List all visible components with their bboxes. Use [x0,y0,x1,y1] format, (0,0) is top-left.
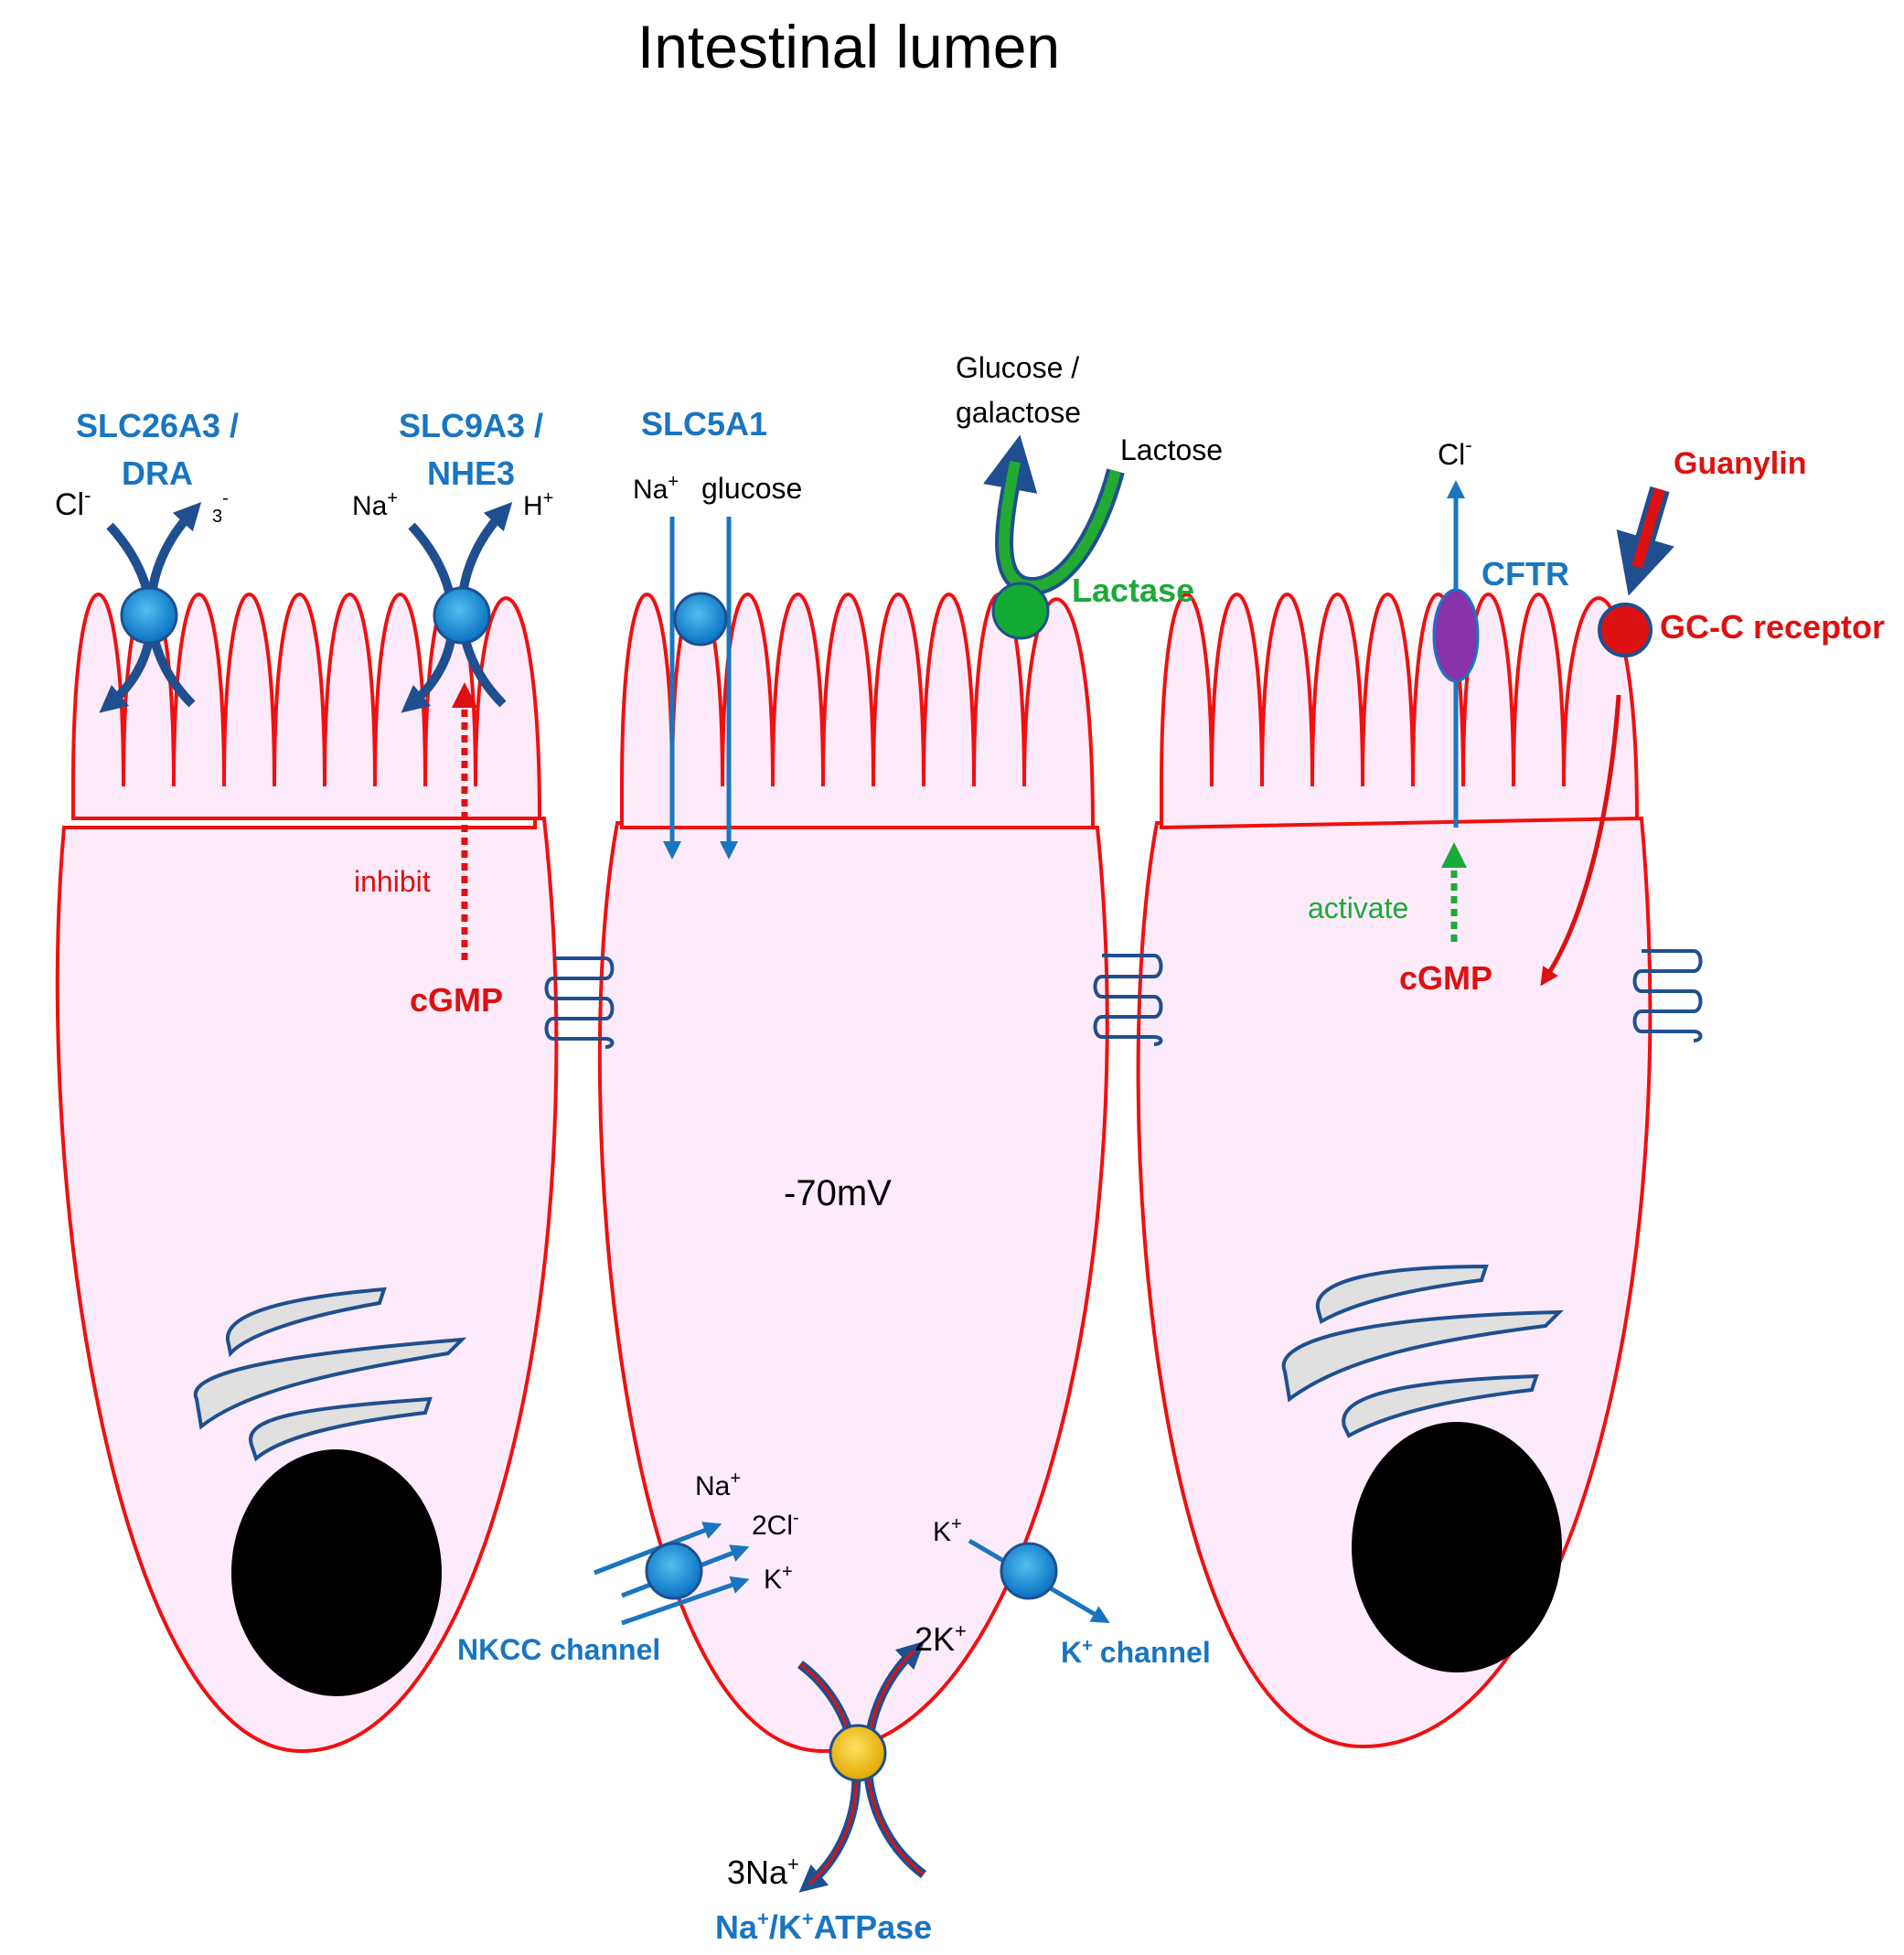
cell-left [55,817,559,1754]
ion-2k-atpase: 2K+ [915,1619,967,1658]
ion-3na-atpase: 3Na+ [727,1853,799,1891]
ion-na-nkcc: Na+ [695,1469,741,1501]
slc9a3-exchanger [401,501,513,713]
tight-junction-far-right [1632,949,1703,1042]
ion-2cl-nkcc: 2Cl- [752,1508,799,1541]
label-glucose-galactose-line2: galactose [956,396,1081,429]
label-membrane-potential: -70mV [784,1173,892,1213]
ion-cl-left: Cl- [55,484,91,522]
label-gcc-receptor: GC-C receptor [1660,608,1885,646]
label-cgmp-right: cGMP [1399,959,1492,997]
label-inhibit: inhibit [354,865,431,898]
nkcc-channel [594,1522,750,1626]
golgi-right [1281,1264,1564,1438]
slc26a3-exchanger [99,501,202,713]
label-slc5a1: SLC5A1 [641,405,767,443]
ion-cl-cftr: Cl- [1438,433,1472,471]
ion-na-nhe3: Na+ [352,488,398,521]
label-slc9a3-line2: NHE3 [427,454,515,492]
golgi-left [193,1287,467,1462]
nucleus-right [1352,1422,1562,1672]
slc5a1-transporter [663,517,738,860]
ion-k-kchannel: K+ [933,1514,962,1547]
gcc-receptor [1598,603,1653,657]
label-lactose: Lactose [1120,433,1223,466]
label-guanylin: Guanylin [1674,446,1806,481]
ion-h: H+ [523,488,553,521]
na-k-atpase [797,1640,927,1893]
microvilli-right [1160,593,1640,830]
label-na-k-atpase: Na+/K+ATPase [715,1907,932,1946]
tight-junction-left [544,956,615,1049]
ion-na-slc5a1: Na+ [633,472,679,505]
gcc-to-cgmp-arrow [1540,694,1621,987]
ion-k-nkcc: K+ [764,1562,793,1595]
nucleus-left [231,1449,442,1696]
label-cftr: CFTR [1481,555,1569,593]
label-glucose: glucose [701,472,802,505]
diagram-title: Intestinal lumen [637,13,1060,80]
cell-middle [597,820,1109,1754]
label-nkcc-channel: NKCC channel [457,1633,660,1666]
label-slc9a3-line1: SLC9A3 / [399,407,543,444]
label-k-channel: K+channel [1061,1636,1211,1669]
guanylin-arrow [1616,486,1674,596]
label-glucose-galactose-line1: Glucose / [956,351,1079,384]
label-lactase: Lactase [1072,572,1194,609]
label-slc26a3-line1: SLC26A3 / [76,407,239,444]
label-activate: activate [1308,892,1408,924]
cftr-channel [1432,480,1480,828]
ion-hco3: 3- [212,488,229,527]
label-slc26a3-line2: DRA [122,454,193,492]
lactase-enzyme [983,434,1125,640]
label-cgmp-left: cGMP [410,981,503,1019]
k-channel [968,1538,1110,1624]
tight-junction-right [1093,954,1163,1046]
